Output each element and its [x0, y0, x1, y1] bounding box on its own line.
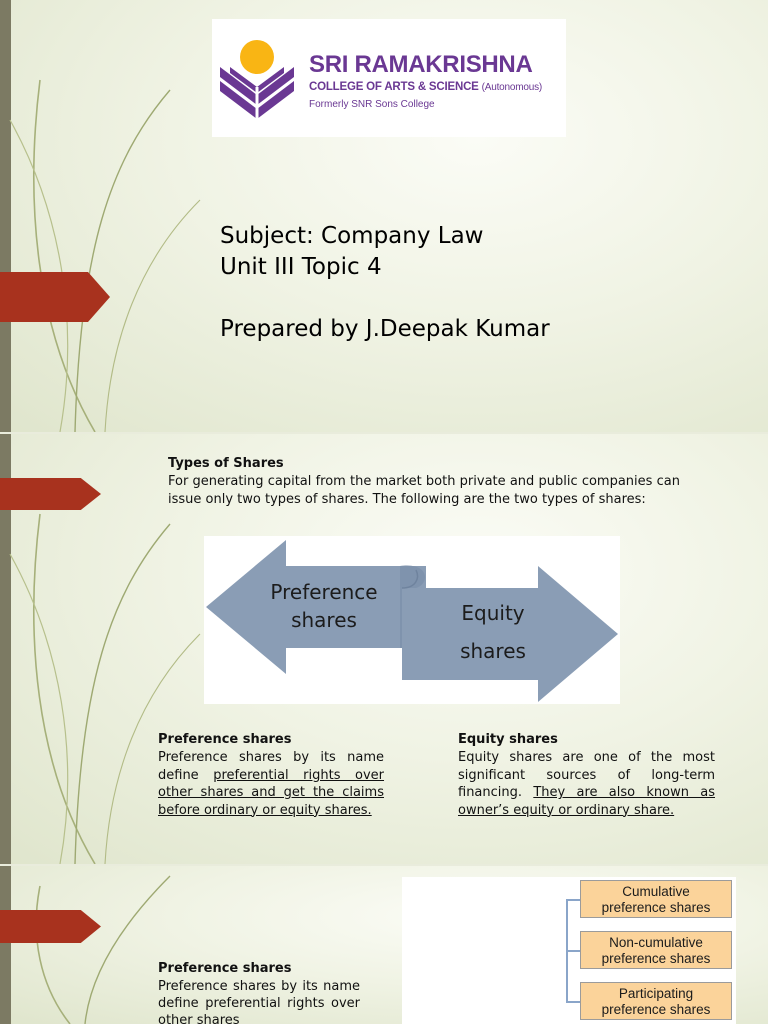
- preference-text-plain: Preference shares by its name define: [158, 750, 384, 783]
- logo-former-name: Formerly SNR Sons College: [309, 99, 435, 110]
- subject-line: Subject: Company Law: [220, 223, 484, 249]
- participating-box: Participating preference shares: [580, 982, 732, 1020]
- side-bar: [0, 0, 11, 432]
- author-line: Prepared by J.Deepak Kumar: [220, 316, 550, 342]
- preference-heading-2: Preference shares: [158, 961, 292, 976]
- types-heading: Types of Shares: [168, 456, 284, 471]
- equity-label-1: Equity: [461, 601, 524, 625]
- preference-label-1: Preference: [270, 580, 377, 604]
- decorative-curves: [9, 79, 201, 432]
- share-types-figure: Preference shares Equity shares: [204, 536, 620, 704]
- types-intro: For generating capital from the market b…: [168, 474, 680, 507]
- side-bar: [0, 866, 11, 1024]
- side-bar: [0, 434, 11, 864]
- unit-line: Unit III Topic 4: [220, 254, 382, 280]
- non-cumulative-line-2: preference shares: [601, 951, 711, 966]
- equity-label-2: shares: [460, 639, 526, 663]
- section-marker: [0, 272, 110, 322]
- logo-college: COLLEGE OF ARTS & SCIENCE (Autonomous): [309, 81, 542, 93]
- logo-status: (Autonomous): [481, 82, 543, 93]
- non-cumulative-box: Non-cumulative preference shares: [580, 931, 732, 969]
- preference-text: Preference shares by its name define pre…: [158, 749, 384, 819]
- logo-name: SRI RAMAKRISHNA: [309, 51, 533, 78]
- equity-text-underlined: They are also known as owner’s equity or…: [458, 785, 715, 818]
- section-marker: [0, 478, 101, 510]
- equity-text-plain: Equity shares are one of the most signif…: [458, 750, 715, 800]
- logo-college-name: COLLEGE OF ARTS & SCIENCE: [309, 81, 479, 93]
- title-block: Subject: Company Law Unit III Topic 4 Pr…: [220, 221, 550, 345]
- college-logo: SRI RAMAKRISHNA COLLEGE OF ARTS & SCIENC…: [212, 19, 566, 137]
- cumulative-box: Cumulative preference shares: [580, 880, 732, 918]
- cumulative-line-1: Cumulative: [622, 884, 690, 899]
- participating-line-2: preference shares: [601, 1002, 711, 1017]
- participating-line-1: Participating: [618, 986, 694, 1001]
- equity-heading: Equity shares: [458, 732, 558, 747]
- book-sun-emblem-icon: [220, 40, 294, 121]
- title-slide: SRI RAMAKRISHNA COLLEGE OF ARTS & SCIENC…: [0, 0, 768, 432]
- preference-label-2: shares: [291, 608, 357, 632]
- cumulative-line-2: preference shares: [601, 900, 711, 915]
- equity-text: Equity shares are one of the most signif…: [458, 749, 715, 819]
- preference-text-underlined: preferential rights over other shares an…: [158, 767, 385, 818]
- double-arrow-diagram: Preference shares Equity shares: [206, 540, 618, 702]
- preference-text-2: Preference shares by its name define pre…: [158, 979, 360, 1024]
- preference-heading: Preference shares: [158, 732, 292, 747]
- non-cumulative-line-1: Non-cumulative: [609, 935, 703, 950]
- preference-types-figure: Cumulative preference shares Non-cumulat…: [402, 877, 736, 1024]
- section-marker: [0, 910, 101, 943]
